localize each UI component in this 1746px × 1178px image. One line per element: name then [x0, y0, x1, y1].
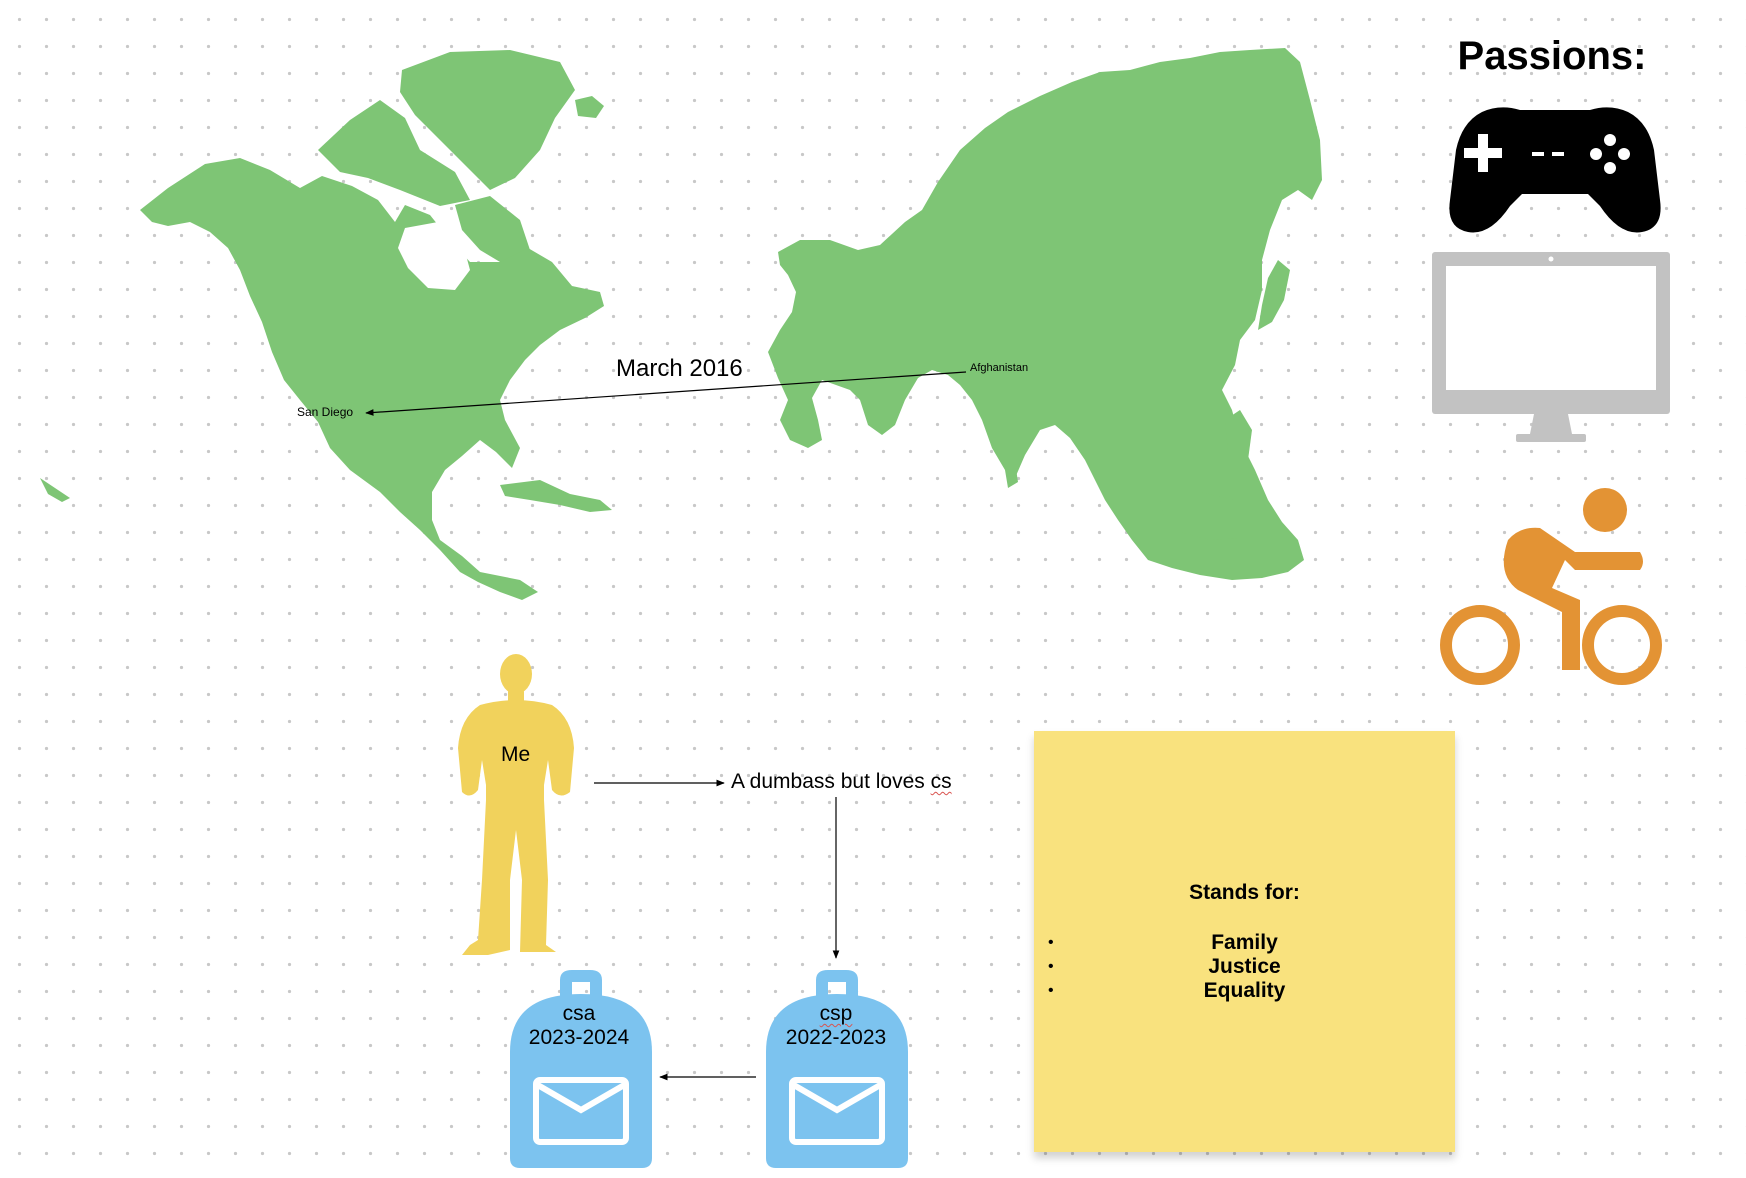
csa-label: csa 2023-2024	[509, 1002, 649, 1050]
aleutian-islands-shape	[40, 478, 70, 502]
baffin-island-shape	[455, 196, 530, 268]
person-silhouette-icon	[458, 654, 574, 955]
csa-name: csa	[562, 1002, 596, 1025]
csp-name: csp	[819, 1002, 853, 1025]
monitor-icon	[1432, 252, 1670, 442]
sri-lanka-shape	[1005, 462, 1018, 488]
gamepad-icon	[1449, 107, 1661, 233]
japan-shape	[1258, 260, 1290, 330]
description-highlight: cs	[930, 770, 952, 793]
person-label: Me	[501, 743, 531, 766]
arctic-islands-shape	[318, 100, 470, 206]
san-diego-label: San Diego	[297, 405, 354, 419]
description-text: A dumbass but loves cs	[731, 770, 952, 794]
values-list: Family Justice Equality	[1034, 931, 1455, 1003]
eurasia-shape	[768, 48, 1322, 580]
hudson-bay-water	[398, 222, 470, 290]
migration-arrow	[365, 371, 967, 416]
caribbean-islands-shape	[500, 480, 612, 512]
world-map	[40, 48, 1322, 600]
north-america-shape	[140, 158, 604, 600]
passions-title: Passions:	[1457, 34, 1647, 78]
afghanistan-label: Afghanistan	[970, 362, 1029, 374]
sticky-note-heading: Stands for:	[1189, 881, 1300, 904]
backpack-csa-icon	[510, 970, 652, 1168]
philippines-shape	[1225, 410, 1252, 470]
list-item: Equality	[1034, 979, 1455, 1003]
journey-date-label: March 2016	[616, 355, 743, 382]
greenland-shape	[400, 50, 575, 190]
indonesia-shape	[1160, 492, 1252, 540]
sticky-note[interactable]: Stands for: Family Justice Equality	[1034, 731, 1455, 1152]
backpack-csp-icon	[766, 970, 908, 1168]
iceland-shape	[575, 96, 604, 118]
description-prefix: A dumbass but loves	[731, 770, 931, 793]
csp-years: 2022-2023	[785, 1026, 887, 1049]
list-item: Family	[1034, 931, 1455, 955]
cyclist-icon	[1440, 488, 1662, 685]
csa-years: 2023-2024	[528, 1026, 630, 1049]
csp-label: csp 2022-2023	[766, 1002, 906, 1050]
list-item: Justice	[1034, 955, 1455, 979]
